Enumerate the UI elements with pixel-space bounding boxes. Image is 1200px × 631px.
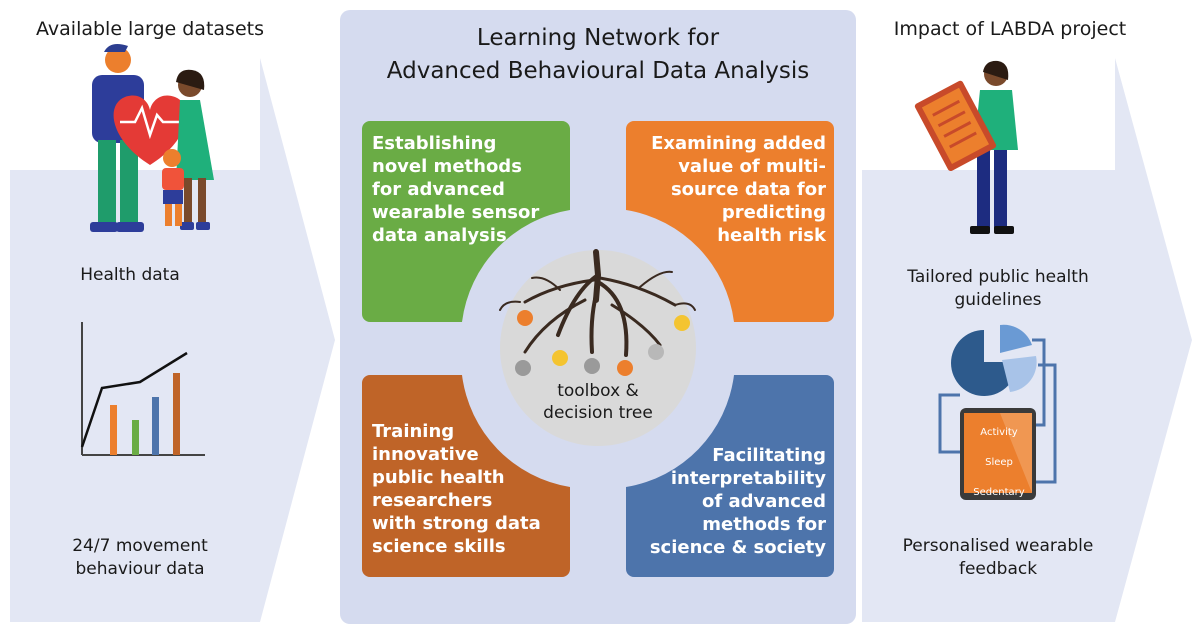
q1-line: novel methods: [372, 156, 522, 177]
line-bar-chart-icon: [80, 322, 205, 456]
q1-line: Establishing: [372, 133, 497, 154]
quadrant-text-methods: Establishing novel methods for advanced …: [372, 132, 562, 247]
connector-lines: [938, 338, 1057, 484]
quadrant-text-training: Training innovative public health resear…: [372, 420, 566, 558]
root-node-icons: [515, 310, 690, 376]
right-heading: Impact of LABDA project: [893, 18, 1127, 40]
family-heart-icon: [90, 44, 214, 232]
tablet-item-sleep: Sleep: [985, 457, 1013, 468]
quadrant-text-interpretability: Facilitating interpretability of advance…: [632, 444, 826, 559]
center-title-line2: Advanced Behavioural Data Analysis: [386, 58, 810, 84]
guidelines-label: Tailored public health guidelines: [878, 266, 1118, 312]
pie-chart-icon: [951, 324, 1037, 396]
quadrant-top-left: [362, 121, 570, 322]
hub-circle: [500, 250, 696, 446]
q2-line: value of multi-: [678, 156, 826, 177]
left-arrow: [10, 58, 335, 622]
hub-label: toolbox & decision tree: [520, 380, 676, 424]
center-title: Learning Network for Advanced Behavioura…: [340, 22, 856, 88]
q4-line: interpretability: [670, 468, 826, 489]
center-title-line1: Learning Network for: [476, 25, 720, 51]
q3-line: Training: [372, 421, 455, 442]
tablet-icon: [960, 408, 1036, 500]
health-data-label: Health data: [80, 265, 180, 285]
q4-line: of advanced: [702, 491, 826, 512]
tablet-item-activity: Activity: [980, 427, 1018, 438]
feedback-line2: feedback: [958, 559, 1038, 579]
tablet-labels: Activity Sleep Sedentary: [966, 418, 1032, 508]
hub-label-line2: decision tree: [543, 403, 653, 423]
q1-line: data analysis: [372, 225, 507, 246]
q2-line: source data for: [670, 179, 826, 200]
movement-data-line1: 24/7 movement: [72, 536, 208, 556]
quadrant-text-multisource: Examining added value of multi- source d…: [632, 132, 826, 247]
quadrant-top-right: [626, 121, 834, 322]
q2-line: predicting: [721, 202, 826, 223]
q3-line: innovative: [372, 444, 479, 465]
q3-line: science skills: [372, 536, 506, 557]
q4-line: methods for: [702, 514, 826, 535]
movement-data-line2: behaviour data: [75, 559, 205, 579]
hub-label-line1: toolbox &: [557, 381, 639, 401]
q3-line: with strong data: [372, 513, 541, 534]
q2-line: Examining added: [651, 133, 826, 154]
left-heading: Available large datasets: [36, 18, 264, 40]
q1-line: for advanced: [372, 179, 505, 200]
tablet-item-sedentary: Sedentary: [973, 487, 1025, 498]
feedback-line1: Personalised wearable: [902, 536, 1094, 556]
q4-line: Facilitating: [712, 445, 826, 466]
q2-line: health risk: [717, 225, 826, 246]
quadrant-bottom-right: [626, 375, 834, 577]
tree-roots-icon: [499, 249, 696, 357]
guidelines-line1: Tailored public health: [907, 267, 1089, 287]
q4-line: science & society: [649, 537, 826, 558]
feedback-label: Personalised wearable feedback: [878, 535, 1118, 581]
q1-line: wearable sensor: [372, 202, 540, 223]
quadrant-bottom-left: [362, 375, 570, 577]
guidelines-line2: guidelines: [954, 290, 1042, 310]
movement-data-label: 24/7 movement behaviour data: [40, 535, 240, 581]
q3-line: researchers: [372, 490, 493, 511]
q3-line: public health: [372, 467, 505, 488]
woman-checklist-icon: [914, 60, 1018, 234]
